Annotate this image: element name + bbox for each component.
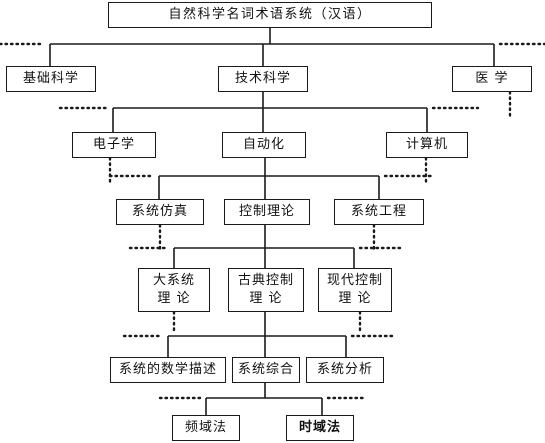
node-large-system-theory: 大系统 理 论 — [138, 268, 210, 312]
node-system-synthesis: 系统综合 — [232, 357, 300, 383]
node-electronics: 电子学 — [72, 132, 156, 158]
node-computer: 计算机 — [386, 132, 468, 158]
node-technical-science: 技术科学 — [218, 66, 308, 92]
node-root: 自然科学名词术语系统（汉语） — [108, 2, 432, 28]
node-classical-control-theory: 古典控制 理 论 — [228, 268, 304, 312]
node-math-description: 系统的数学描述 — [110, 357, 226, 383]
node-automation: 自动化 — [222, 132, 306, 158]
node-frequency-domain: 频域法 — [172, 415, 240, 441]
node-modern-control-theory: 现代控制 理 论 — [318, 268, 392, 312]
node-basic-science: 基础科学 — [6, 66, 96, 92]
node-medicine: 医 学 — [452, 66, 532, 92]
node-system-engineering: 系统工程 — [334, 199, 424, 225]
node-control-theory: 控制理论 — [224, 199, 310, 225]
node-system-analysis: 系统分析 — [306, 357, 384, 383]
node-system-simulation: 系统仿真 — [116, 199, 204, 225]
node-time-domain: 时域法 — [286, 415, 354, 441]
